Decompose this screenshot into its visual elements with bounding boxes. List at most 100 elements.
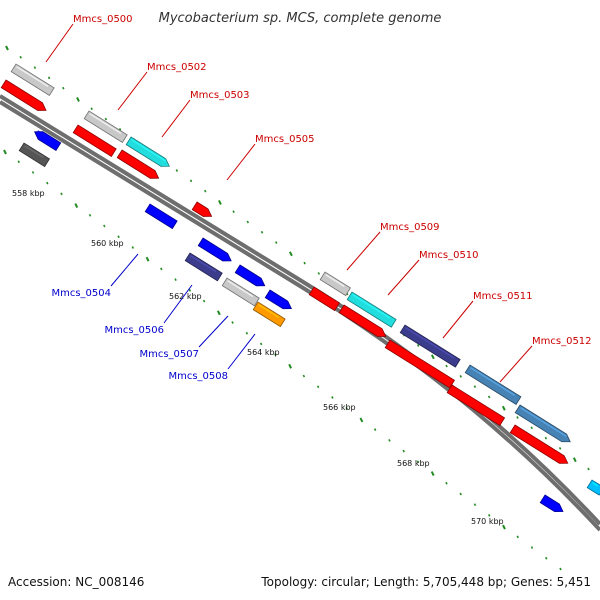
gene-blue-block-5[interactable] bbox=[539, 494, 565, 515]
lower-tick bbox=[502, 524, 506, 530]
gene-0502-block[interactable] bbox=[83, 110, 128, 144]
forward-gene-leader-line bbox=[161, 99, 191, 138]
gene-red-block-2[interactable] bbox=[72, 124, 117, 158]
upper-tick bbox=[544, 436, 548, 440]
gene-red-block-1[interactable] bbox=[0, 79, 48, 114]
forward-gene-leader-line bbox=[45, 23, 74, 63]
upper-tick bbox=[558, 447, 562, 450]
lower-tick bbox=[345, 406, 348, 410]
scale-label: 570 kbp bbox=[471, 517, 504, 526]
upper-tick bbox=[572, 457, 577, 463]
gene-0510-block[interactable] bbox=[346, 291, 397, 328]
lower-tick bbox=[359, 417, 364, 423]
tick-marks bbox=[3, 45, 590, 571]
forward-gene-label[interactable]: Mmcs_0511 bbox=[473, 291, 533, 302]
gene-red-block-5[interactable] bbox=[308, 286, 340, 312]
upper-tick bbox=[33, 66, 37, 69]
lower-tick bbox=[259, 342, 263, 346]
upper-tick bbox=[189, 179, 193, 183]
upper-tick bbox=[516, 416, 519, 419]
forward-gene-leader-line bbox=[226, 143, 256, 181]
gene-0509-block[interactable] bbox=[319, 271, 351, 297]
lower-tick bbox=[316, 385, 320, 389]
upper-tick bbox=[260, 230, 264, 234]
upper-tick bbox=[416, 344, 420, 347]
gene-skyblue-block[interactable] bbox=[586, 479, 600, 496]
gene-blue-block-2[interactable] bbox=[197, 237, 233, 265]
reverse-gene-label[interactable]: Mmcs_0506 bbox=[104, 325, 164, 336]
reverse-gene-leader-line bbox=[110, 253, 139, 287]
forward-gene-label[interactable]: Mmcs_0502 bbox=[147, 62, 207, 73]
gene-red-block-6[interactable] bbox=[338, 304, 388, 340]
accession-text: Accession: NC_008146 bbox=[8, 575, 144, 589]
gene-0504-block[interactable] bbox=[144, 203, 178, 230]
gene-blue-block-3[interactable] bbox=[234, 264, 267, 290]
gene-red-block-7[interactable] bbox=[384, 339, 456, 389]
gene-0500-block[interactable] bbox=[10, 63, 55, 97]
forward-gene-leader-line bbox=[387, 259, 420, 296]
lower-tick bbox=[131, 246, 135, 249]
gene-0507-block[interactable] bbox=[221, 277, 260, 307]
forward-gene-label[interactable]: Mmcs_0509 bbox=[380, 222, 440, 233]
upper-tick bbox=[232, 210, 235, 214]
upper-tick bbox=[246, 220, 250, 224]
upper-tick bbox=[587, 467, 590, 471]
gene-0503-block[interactable] bbox=[125, 136, 171, 170]
gene-red-block-3[interactable] bbox=[116, 149, 161, 182]
reverse-gene-leader-line bbox=[163, 284, 193, 324]
lower-tick bbox=[46, 181, 49, 185]
lower-tick bbox=[445, 481, 448, 485]
lower-tick bbox=[216, 310, 221, 316]
backbone-line-outer bbox=[0, 100, 600, 532]
lower-tick bbox=[60, 192, 63, 196]
scale-label: 568 kbp bbox=[397, 459, 430, 468]
reverse-gene-leader-line bbox=[227, 333, 256, 370]
lower-tick bbox=[117, 235, 120, 239]
lower-tick bbox=[145, 256, 150, 262]
gene-red-block-9[interactable] bbox=[509, 424, 570, 467]
upper-tick bbox=[47, 76, 51, 80]
gene-0512-block[interactable] bbox=[464, 364, 522, 405]
forward-gene-label[interactable]: Mmcs_0503 bbox=[190, 90, 250, 101]
gene-track bbox=[0, 63, 600, 515]
upper-tick bbox=[530, 426, 533, 430]
forward-gene-label[interactable]: Mmcs_0510 bbox=[419, 250, 479, 261]
forward-gene-leader-line bbox=[346, 231, 381, 271]
lower-tick bbox=[559, 567, 562, 571]
upper-tick bbox=[303, 261, 306, 265]
reverse-gene-label[interactable]: Mmcs_0508 bbox=[168, 371, 228, 382]
gene-0506-block[interactable] bbox=[184, 252, 223, 282]
gene-steel-block-2[interactable] bbox=[514, 404, 572, 445]
gene-0511-block[interactable] bbox=[399, 324, 461, 368]
lower-tick bbox=[516, 535, 519, 539]
lower-tick bbox=[31, 171, 35, 174]
lower-tick bbox=[331, 396, 334, 399]
gene-0508-block[interactable] bbox=[252, 301, 286, 328]
lower-tick bbox=[545, 556, 548, 560]
scale-label: 560 kbp bbox=[91, 239, 124, 248]
forward-gene-label[interactable]: Mmcs_0505 bbox=[255, 134, 315, 145]
lower-tick bbox=[473, 503, 477, 507]
scale-label: 566 kbp bbox=[323, 403, 356, 412]
gene-blue-block-1[interactable] bbox=[32, 128, 62, 152]
forward-gene-leader-line bbox=[499, 345, 533, 383]
label-leader-lines bbox=[45, 23, 533, 383]
backbone-line-inner bbox=[0, 94, 600, 526]
reverse-gene-label[interactable]: Mmcs_0504 bbox=[51, 288, 111, 299]
forward-gene-label[interactable]: Mmcs_0500 bbox=[73, 14, 133, 25]
gene-blue-block-4[interactable] bbox=[264, 289, 294, 312]
scale-label: 564 kbp bbox=[247, 348, 280, 357]
gene-dark-block[interactable] bbox=[18, 142, 50, 168]
scale-label: 558 kbp bbox=[12, 189, 45, 198]
gene-red-block-8[interactable] bbox=[446, 384, 506, 427]
forward-gene-label[interactable]: Mmcs_0512 bbox=[532, 336, 592, 347]
gene-red-block-4[interactable] bbox=[191, 201, 214, 220]
upper-tick bbox=[317, 272, 321, 275]
reverse-gene-label[interactable]: Mmcs_0507 bbox=[139, 349, 199, 360]
upper-tick bbox=[473, 385, 477, 389]
upper-tick bbox=[19, 55, 22, 59]
lower-tick bbox=[188, 288, 192, 292]
lower-tick bbox=[174, 278, 177, 281]
lower-tick bbox=[288, 363, 293, 369]
